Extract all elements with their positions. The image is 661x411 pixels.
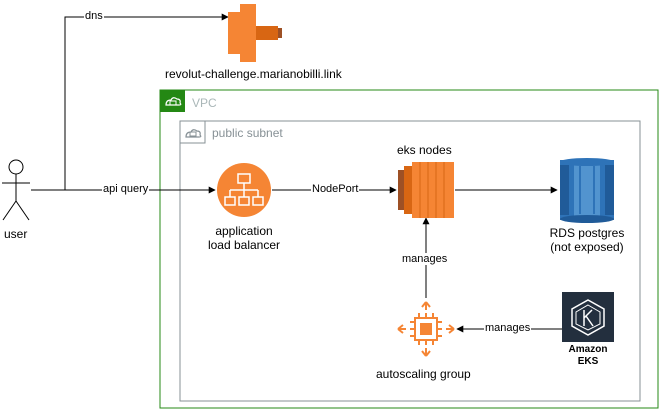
edge-label-manages-eks: manages [484,322,532,334]
load-balancer-icon [217,163,271,217]
autoscaling-group-label: autoscaling group [376,367,471,381]
edge-label-api-query: api query [102,183,150,195]
load-balancer-label: application load balancer [207,224,281,252]
edge-label-dns: dns [84,10,104,22]
public-subnet-group [179,120,641,402]
route53-domain-label: revolut-challenge.marianobilli.link [165,67,342,81]
user-label: user [4,227,28,241]
public-subnet-label: public subnet [212,126,283,140]
eks-nodes-label: eks nodes [397,143,452,157]
rds-icon [560,158,614,223]
user-icon [2,159,30,221]
vpc-group [159,89,659,409]
edge-label-nodeport: NodePort [311,183,360,195]
amazon-eks-label: Amazon EKS [568,344,608,367]
edge-label-manages-asg: manages [401,253,449,265]
vpc-icon [160,90,185,112]
ec2-instances-icon [398,162,454,218]
route53-icon [228,4,282,62]
rds-label: RDS postgres (not exposed) [549,226,625,254]
vpc-label: VPC [192,96,217,110]
amazon-eks-icon [562,292,614,342]
autoscaling-icon [397,301,455,357]
subnet-icon [179,120,206,144]
